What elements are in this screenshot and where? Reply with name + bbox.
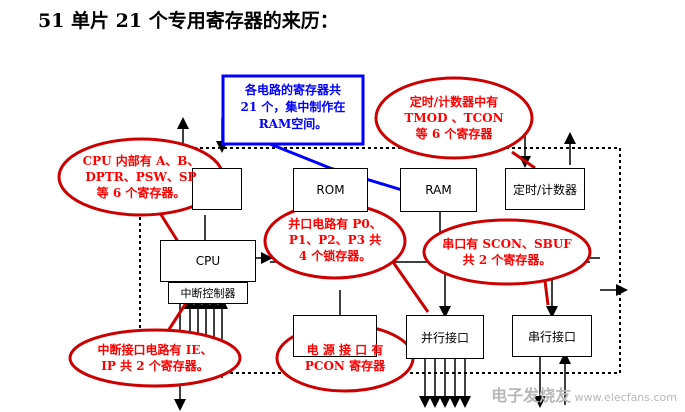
cpu-register-bubble: CPU 内部有 A、B、 DPTR、PSW、SP 等 6 个寄存器。 bbox=[82, 154, 200, 200]
serial-bubble-shape bbox=[422, 218, 592, 286]
cpu-block: CPU bbox=[160, 240, 256, 282]
callout-box bbox=[221, 74, 365, 146]
serial-port-block: 串行接口 bbox=[512, 315, 592, 357]
page-title: 51 单片 21 个专用寄存器的来历： bbox=[38, 10, 339, 32]
watermark: 电子发烧友 www.elecfans.com bbox=[491, 382, 677, 406]
power-interface-block bbox=[293, 315, 377, 357]
rom-block: ROM bbox=[293, 168, 368, 212]
power-register-bubble: 电 源 接 口 有 PCON 寄存器 bbox=[304, 343, 386, 373]
parallel-register-bubble: 并口电路有 P0、 P1、P2、P3 共 4 个锁存器。 bbox=[288, 217, 382, 263]
serial-register-bubble: 串口有 SCON、SBUF 共 2 个寄存器。 bbox=[442, 237, 572, 267]
interrupt-register-bubble: 中断接口电路有 IE、 IP 共 2 个寄存器。 bbox=[97, 343, 213, 373]
watermark-url: www.elecfans.com bbox=[574, 391, 677, 404]
timer-bubble-shape bbox=[374, 76, 534, 160]
callout-register-note: 各电路的寄存器共 21 个，集中制作在 RAM空间。 bbox=[240, 83, 346, 131]
cpu-register-block bbox=[192, 168, 242, 210]
ram-block: RAM bbox=[400, 168, 477, 212]
interrupt-control-block: 中断控制器 bbox=[168, 282, 248, 304]
timer-block: 定时/计数器 bbox=[505, 168, 585, 210]
interrupt-bubble-shape bbox=[68, 328, 242, 388]
watermark-site: 电子发烧友 bbox=[491, 386, 572, 405]
bubble-pointers bbox=[158, 150, 550, 332]
timer-register-bubble: 定时/计数器中有 TMOD 、TCON 等 6 个寄存器 bbox=[404, 95, 504, 141]
parallel-port-block: 并行接口 bbox=[406, 315, 484, 359]
